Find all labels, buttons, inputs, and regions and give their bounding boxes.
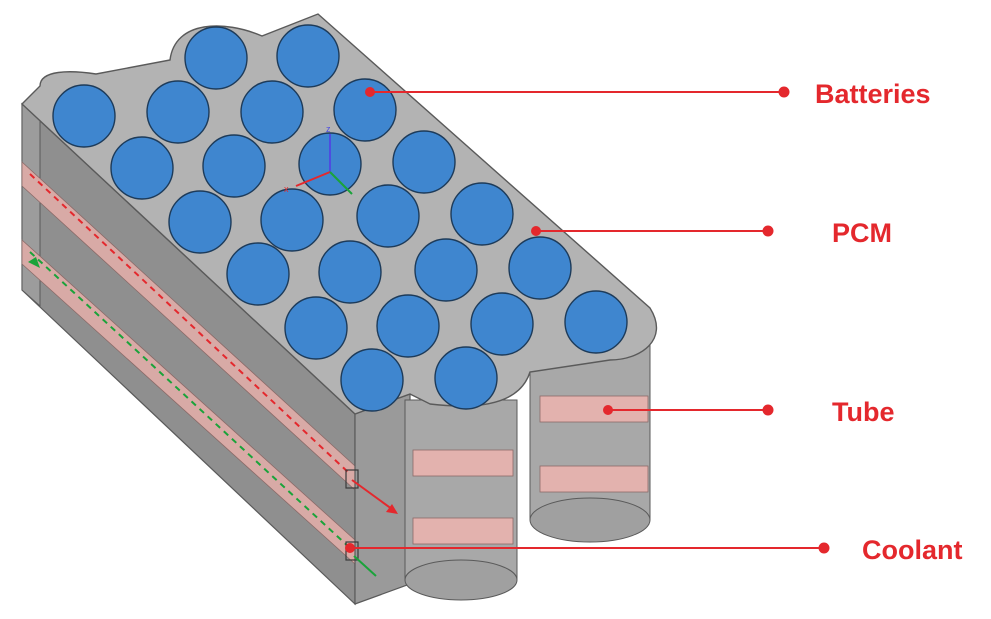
leader-batteries-dot-end — [778, 86, 790, 98]
battery-cell — [202, 134, 266, 198]
label-coolant: Coolant — [862, 535, 963, 565]
axis-x-label: x — [284, 184, 289, 194]
battery-cells — [52, 24, 628, 412]
battery-cell — [470, 292, 534, 356]
battery-cell — [226, 242, 290, 306]
coordinate-triad: z x — [284, 124, 353, 195]
battery-cell — [52, 84, 116, 148]
battery-cell — [260, 188, 324, 252]
battery-cell — [276, 24, 340, 88]
coolant-path-out — [29, 173, 351, 475]
coolant-in-arrowhead — [28, 257, 40, 268]
leader-coolant-dot-start — [345, 543, 355, 553]
battery-cell — [564, 290, 628, 354]
battery-cell — [146, 80, 210, 144]
leader-coolant-dot-end — [818, 542, 830, 554]
label-batteries: Batteries — [815, 79, 931, 109]
leader-tube-dot-start — [603, 405, 613, 415]
pcm-front-face — [354, 393, 411, 605]
label-tube: Tube — [832, 397, 895, 427]
battery-cell — [414, 238, 478, 302]
leader-pcm-dot-end — [762, 225, 774, 237]
tube-outlet-square — [345, 469, 359, 489]
battery-cell — [376, 294, 440, 358]
battery-cell — [184, 26, 248, 90]
battery-cell — [318, 240, 382, 304]
battery-cell — [240, 80, 304, 144]
battery-cell — [340, 348, 404, 412]
axis-z-label: z — [326, 124, 331, 134]
label-pcm: PCM — [832, 218, 892, 248]
leader-tube-dot-end — [762, 404, 774, 416]
leader-lines — [345, 86, 830, 554]
leader-pcm-dot-start — [531, 226, 541, 236]
coolant-path-in — [29, 251, 351, 549]
battery-cell — [284, 296, 348, 360]
battery-cell — [450, 182, 514, 246]
battery-cell — [168, 190, 232, 254]
battery-cell — [392, 130, 456, 194]
battery-cell — [508, 236, 572, 300]
leader-batteries-dot-start — [365, 87, 375, 97]
coolant-in-arrow — [353, 555, 377, 577]
battery-cell — [333, 78, 397, 142]
battery-cell — [356, 184, 420, 248]
coolant-out-arrow — [351, 479, 397, 513]
battery-cell — [110, 136, 174, 200]
coolant-out-arrowhead — [386, 504, 398, 514]
battery-cell — [434, 346, 498, 410]
front-cylinder-columns — [404, 339, 651, 601]
